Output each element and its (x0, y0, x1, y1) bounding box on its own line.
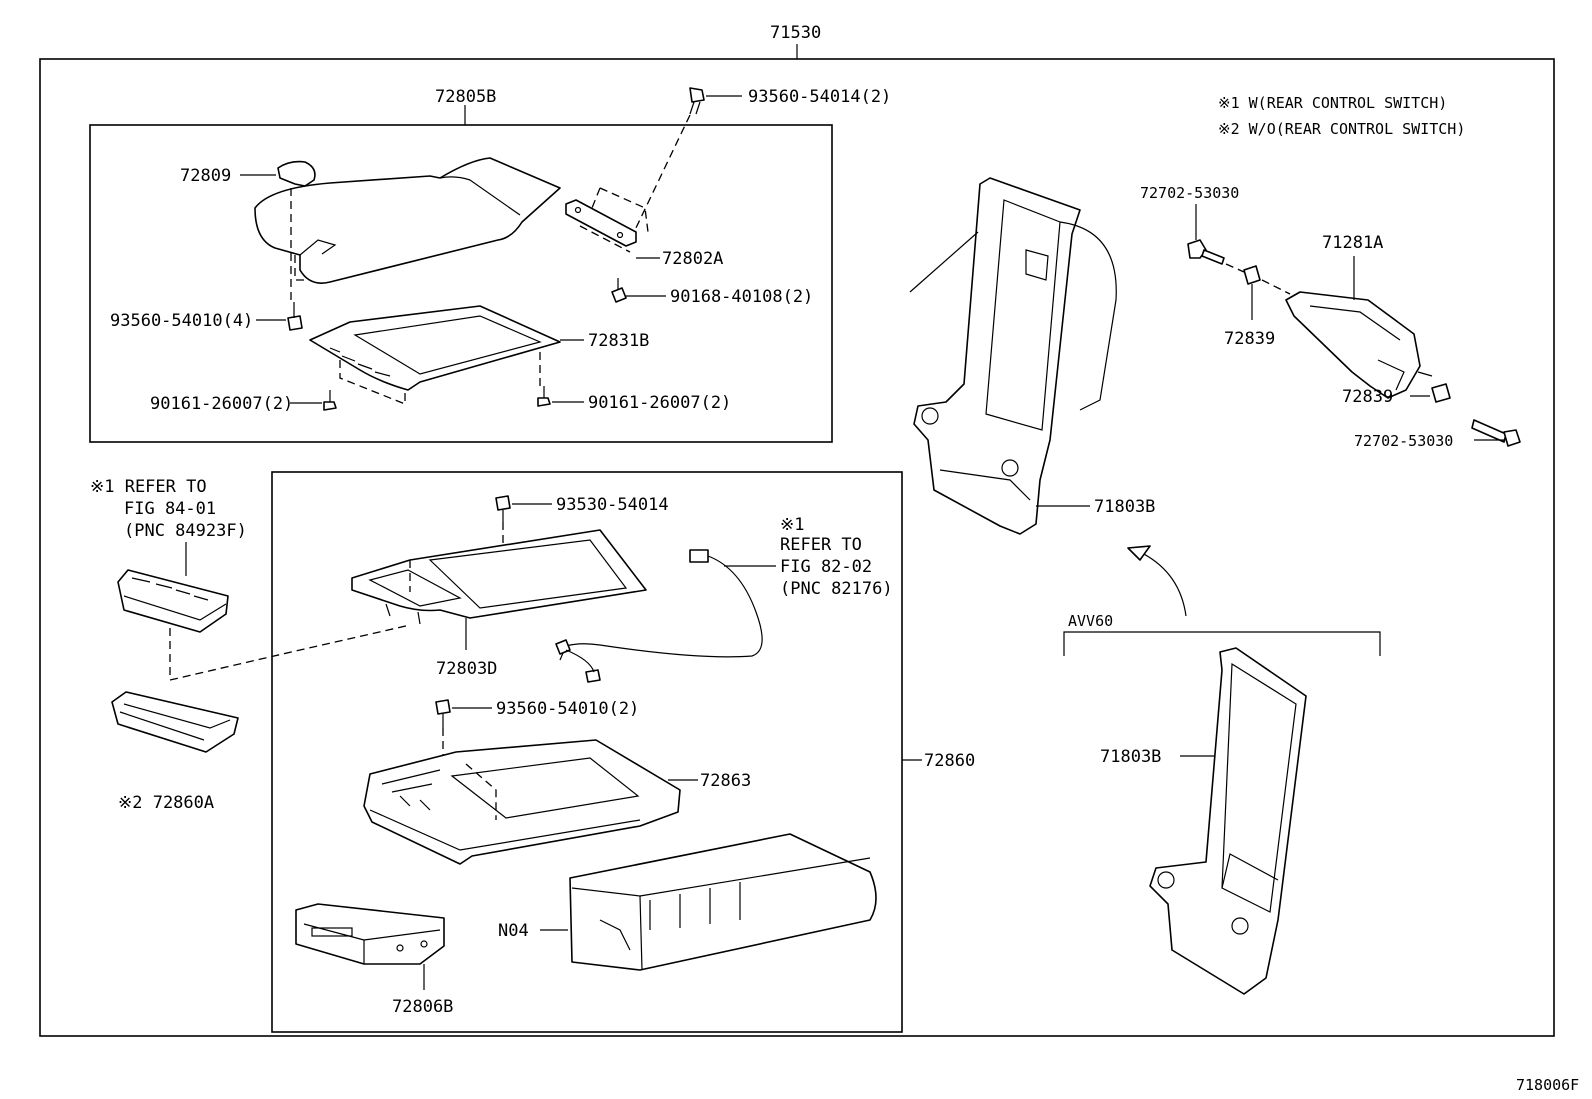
bolt-72702-lower[interactable] (1471, 419, 1521, 447)
collar-72839-upper[interactable] (1243, 265, 1261, 285)
variant-arrow (1127, 545, 1187, 617)
lid-group-frame (89, 124, 833, 443)
console-bin[interactable] (569, 833, 877, 971)
bolt-72702-upper[interactable] (1187, 239, 1225, 265)
refer-center-line3: (PNC 82176) (780, 579, 893, 599)
label-72839-upper[interactable]: 72839 (1224, 329, 1275, 349)
console-box[interactable] (363, 739, 681, 865)
console-side-frame-lower[interactable] (1149, 647, 1307, 995)
label-72803D[interactable]: 72803D (436, 659, 497, 679)
label-93560-54010-4[interactable]: 93560-54010(4) (110, 311, 253, 331)
rear-control-switch[interactable] (117, 569, 229, 633)
label-93560-54010-2[interactable]: 93560-54010(2) (496, 699, 639, 719)
collar-72839-right[interactable] (1431, 383, 1451, 403)
label-71803B-lower[interactable]: 71803B (1100, 747, 1161, 767)
label-71530[interactable]: 71530 (770, 23, 821, 43)
console-upper-panel[interactable] (351, 529, 647, 625)
cup-holder-72806B[interactable] (295, 903, 445, 965)
label-72806B[interactable]: 72806B (392, 997, 453, 1017)
note-rear-control-switch-without: ※2 W/O(REAR CONTROL SWITCH) (1218, 120, 1465, 138)
label-90168-40108-2[interactable]: 90168-40108(2) (670, 287, 813, 307)
screw-90161-left[interactable] (323, 390, 337, 411)
console-cover-72860A[interactable] (111, 691, 239, 753)
label-N04[interactable]: N04 (498, 921, 529, 941)
label-72863[interactable]: 72863 (700, 771, 751, 791)
lid-base-plate[interactable] (309, 305, 561, 391)
hinge-plate[interactable] (565, 199, 637, 247)
label-72702-53030-upper[interactable]: 72702-53030 (1140, 184, 1239, 202)
screw-90161-right[interactable] (537, 386, 551, 407)
label-93530-54014[interactable]: 93530-54014 (556, 495, 669, 515)
label-71281A[interactable]: 71281A (1322, 233, 1383, 253)
refer-left-line3: (PNC 84923F) (124, 521, 247, 541)
label-90161-26007-left[interactable]: 90161-26007(2) (150, 394, 293, 414)
label-72860A[interactable]: ※2 72860A (118, 793, 214, 813)
console-side-frame-upper[interactable] (909, 177, 1117, 535)
refer-left-line1: ※1 REFER TO (90, 477, 207, 497)
armrest-lid-pad[interactable] (254, 157, 561, 284)
label-71803B-upper[interactable]: 71803B (1094, 497, 1155, 517)
label-93560-54014-2[interactable]: 93560-54014(2) (748, 87, 891, 107)
screw-93530-54014[interactable] (495, 495, 511, 522)
refer-center-line1: REFER TO (780, 535, 862, 555)
screw-93560-54014[interactable] (689, 87, 705, 115)
bracket-71281A[interactable] (1285, 291, 1433, 399)
label-72839-right[interactable]: 72839 (1342, 387, 1393, 407)
screw-90168-40108[interactable] (611, 278, 627, 303)
screw-93560-54010-2[interactable] (435, 699, 451, 728)
figure-code: 718006F (1516, 1076, 1579, 1094)
console-group-frame (271, 471, 903, 1033)
refer-left-line2: FIG 84-01 (124, 499, 216, 519)
refer-center-mark: ※1 (780, 515, 804, 535)
label-72702-53030-lower[interactable]: 72702-53030 (1354, 432, 1453, 450)
lid-cap[interactable] (277, 160, 316, 187)
label-72860[interactable]: 72860 (924, 751, 975, 771)
switch-wire-harness[interactable] (555, 549, 763, 683)
label-72809[interactable]: 72809 (180, 166, 231, 186)
note-rear-control-switch-with: ※1 W(REAR CONTROL SWITCH) (1218, 94, 1447, 112)
label-90161-26007-right[interactable]: 90161-26007(2) (588, 393, 731, 413)
label-72805B[interactable]: 72805B (435, 87, 496, 107)
label-72831B[interactable]: 72831B (588, 331, 649, 351)
screw-93560-54010-4[interactable] (287, 302, 303, 331)
label-72802A[interactable]: 72802A (662, 249, 723, 269)
refer-center-line2: FIG 82-02 (780, 557, 872, 577)
label-variant-AVV60: AVV60 (1068, 612, 1113, 630)
